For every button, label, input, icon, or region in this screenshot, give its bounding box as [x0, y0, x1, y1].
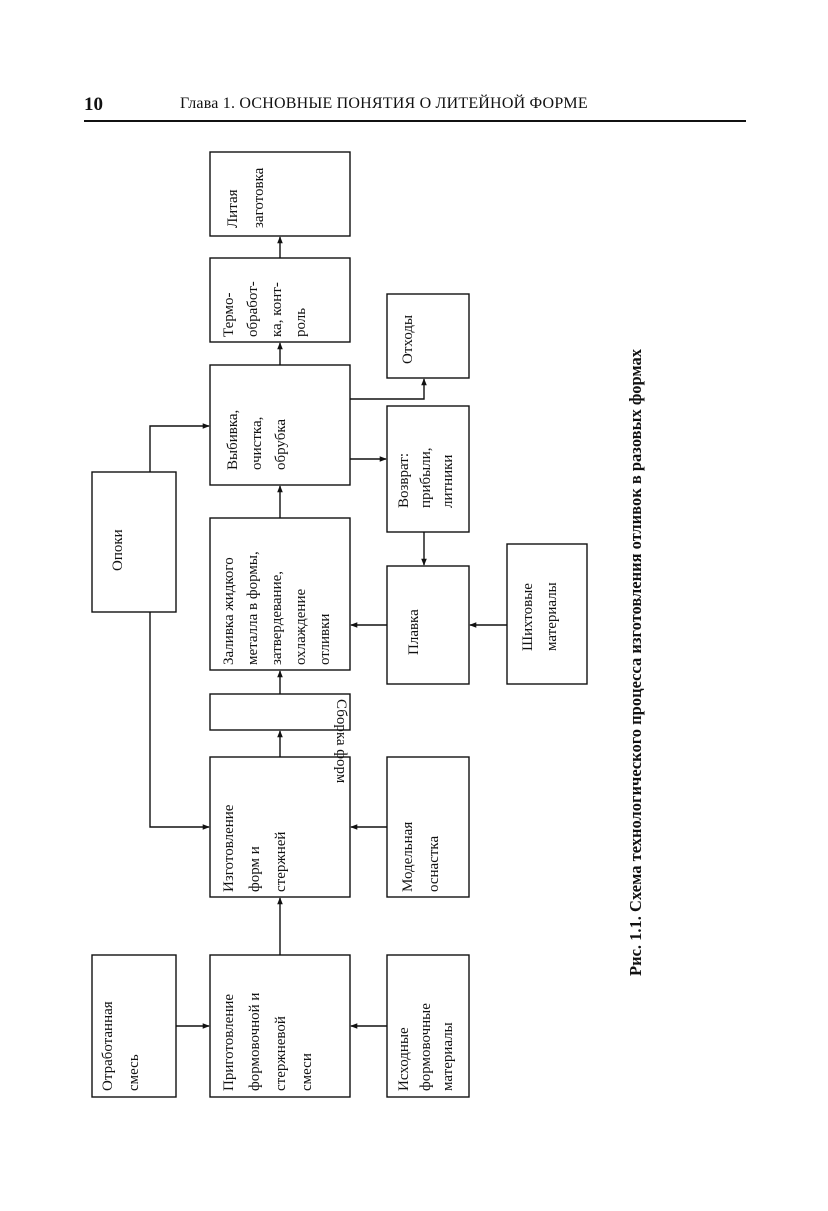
label-prigotovlenie-smesi: Приготовление формовочной и стержневой с…	[221, 989, 315, 1091]
label-vybivka: Выбивка, очистка, обрубка	[225, 406, 289, 470]
arrow-vybivka-to-otkhody	[350, 378, 427, 400]
label-sborka-form: Сборка форм	[333, 699, 349, 784]
box-litaya-zagotovka	[209, 151, 351, 237]
figure-caption: Рис. 1.1. Схема технологического процесс…	[626, 348, 645, 976]
label-shikhtovye-materialy: Шихтовые материалы	[520, 579, 560, 651]
box-sborka-form	[209, 693, 351, 731]
label-plavka: Плавка	[406, 609, 422, 655]
header-rule	[84, 120, 746, 122]
label-iskhodnye-materialy: Исходные формовочные материалы	[396, 999, 456, 1091]
box-vozvrat	[386, 405, 470, 533]
page-header: 10 Глава 1. ОСНОВНЫЕ ПОНЯТИЯ О ЛИТЕЙНОЙ …	[84, 92, 746, 122]
label-otrabotannaya-smes: Отработанная смесь	[100, 998, 142, 1091]
box-shikhtovye-materialy	[506, 543, 588, 685]
arrow-opoki-to-izgotovlenie	[149, 612, 210, 830]
label-vozvrat: Возврат: прибыли, литники	[396, 444, 456, 508]
running-title: Глава 1. ОСНОВНЫЕ ПОНЯТИЯ О ЛИТЕЙНОЙ ФОР…	[180, 95, 588, 112]
box-plavka	[386, 565, 470, 685]
arrow-opoki-return	[149, 423, 210, 472]
label-termo: Термо- обработ- ка, конт- роль	[221, 277, 309, 337]
page-number: 10	[84, 94, 103, 115]
label-zalivka: Заливка жидкого металла в формы, затверд…	[221, 548, 333, 665]
box-otkhody	[386, 293, 470, 379]
label-izgotovlenie-form: Изготовление форм и стержней	[221, 801, 289, 892]
box-opoki	[91, 471, 177, 613]
label-opoki: Опоки	[110, 529, 126, 571]
label-litaya-zagotovka: Литая заготовка	[225, 167, 267, 228]
label-modelnaya-osnastka: Модельная оснастка	[400, 818, 442, 892]
label-otkhody: Отходы	[400, 315, 416, 364]
